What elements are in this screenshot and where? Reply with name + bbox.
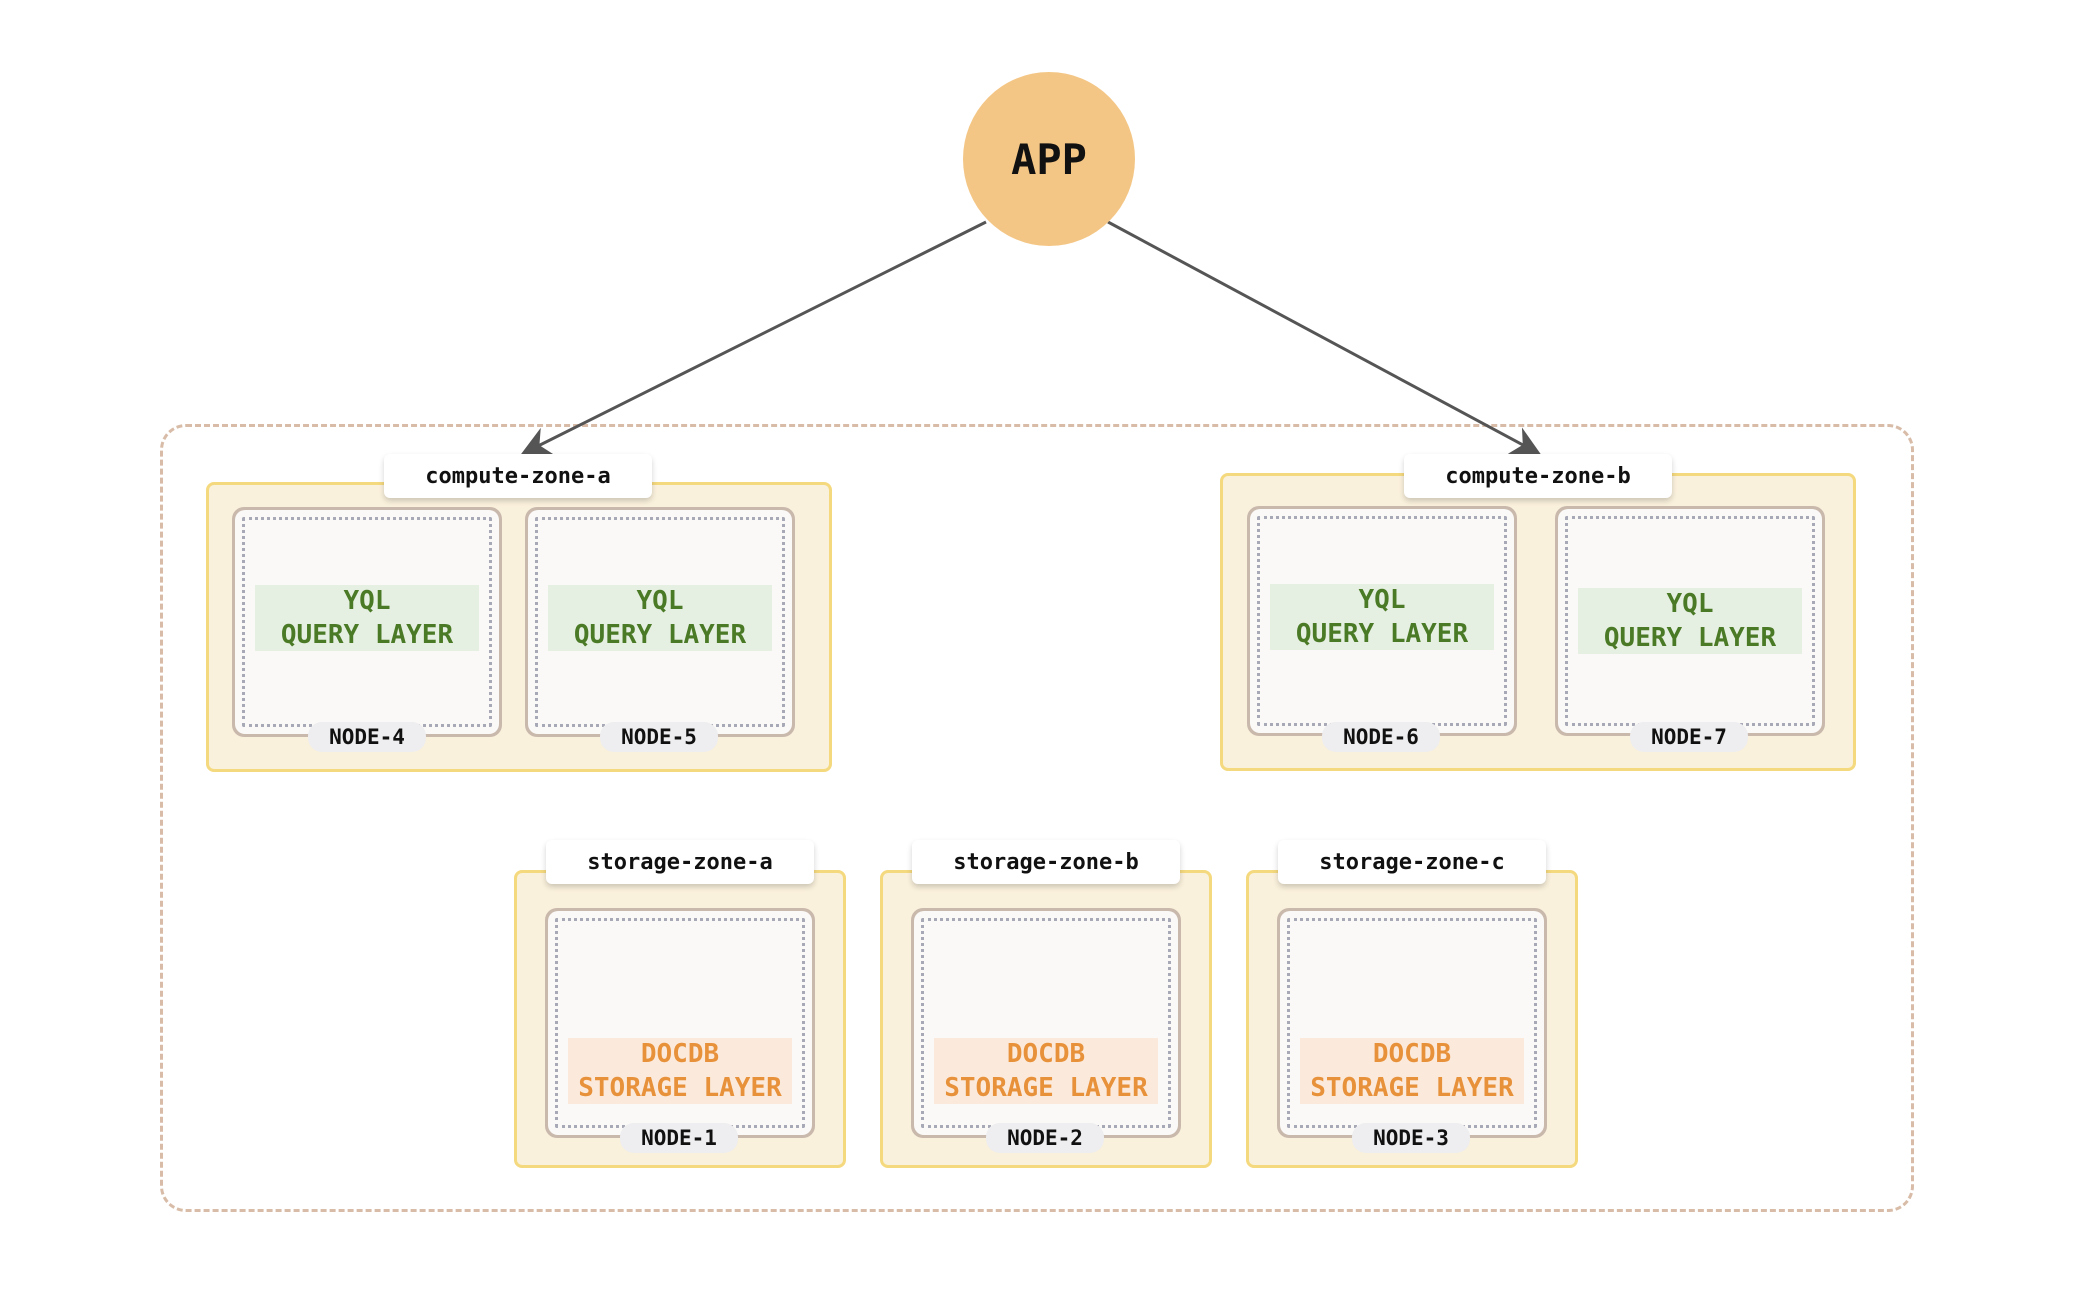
docdb-storage-layer: DOCDB STORAGE LAYER — [568, 1038, 792, 1104]
node-2: DOCDB STORAGE LAYER — [911, 908, 1181, 1138]
compute-zone-a-label: compute-zone-a — [384, 454, 652, 498]
node-7: YQL QUERY LAYER — [1555, 506, 1825, 736]
node-5: YQL QUERY LAYER — [525, 507, 795, 737]
node-1: DOCDB STORAGE LAYER — [545, 908, 815, 1138]
node-4-label: NODE-4 — [308, 722, 426, 752]
node-1-label: NODE-1 — [620, 1123, 738, 1153]
app-label: APP — [1011, 134, 1087, 184]
cluster-boundary — [160, 424, 1914, 1212]
node-6: YQL QUERY LAYER — [1247, 506, 1517, 736]
node-2-label: NODE-2 — [986, 1123, 1104, 1153]
docdb-storage-layer: DOCDB STORAGE LAYER — [1300, 1038, 1524, 1104]
yql-query-layer: YQL QUERY LAYER — [1270, 584, 1494, 650]
storage-zone-b-label: storage-zone-b — [912, 840, 1180, 884]
storage-zone-a-label: storage-zone-a — [546, 840, 814, 884]
node-5-label: NODE-5 — [600, 722, 718, 752]
arrow-to-compute-zone-a — [520, 220, 987, 455]
yql-query-layer: YQL QUERY LAYER — [1578, 588, 1802, 654]
yql-query-layer: YQL QUERY LAYER — [255, 585, 479, 651]
app-node: APP — [963, 72, 1135, 246]
node-3-label: NODE-3 — [1352, 1123, 1470, 1153]
node-4: YQL QUERY LAYER — [232, 507, 502, 737]
yql-query-layer: YQL QUERY LAYER — [548, 585, 772, 651]
node-6-label: NODE-6 — [1322, 722, 1440, 752]
compute-zone-b-label: compute-zone-b — [1404, 454, 1672, 498]
node-3: DOCDB STORAGE LAYER — [1277, 908, 1547, 1138]
docdb-storage-layer: DOCDB STORAGE LAYER — [934, 1038, 1158, 1104]
arrow-to-compute-zone-b — [1107, 220, 1542, 455]
storage-zone-c-label: storage-zone-c — [1278, 840, 1546, 884]
node-7-label: NODE-7 — [1630, 722, 1748, 752]
